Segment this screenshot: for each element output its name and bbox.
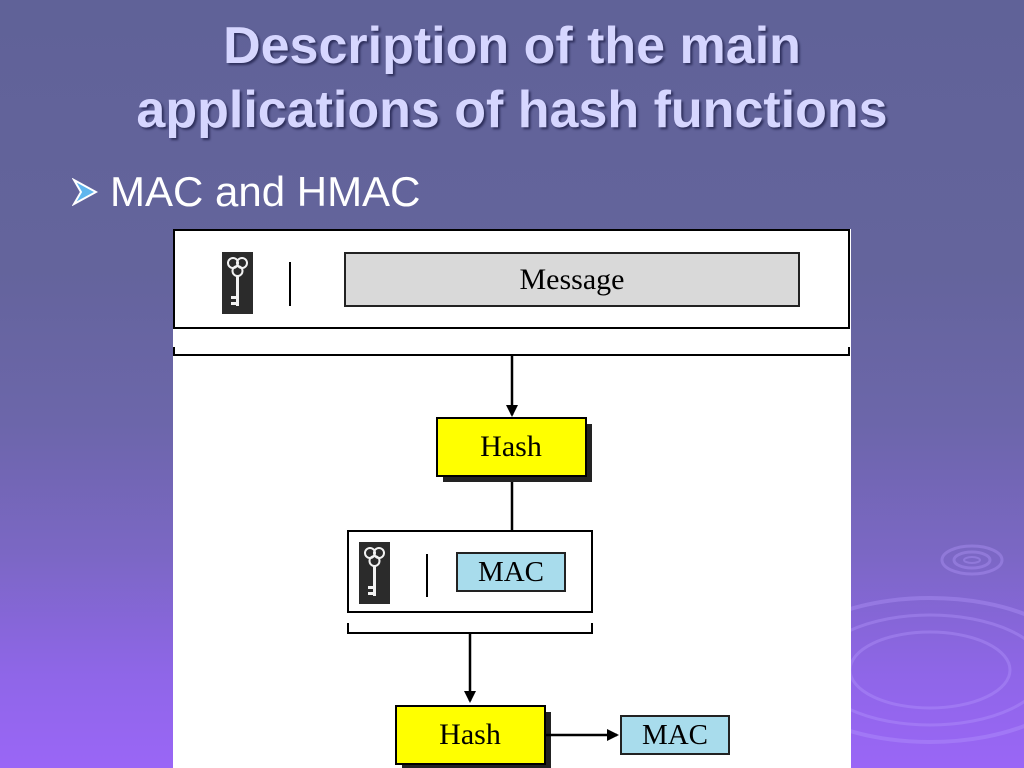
mac-label-2: MAC xyxy=(642,719,708,751)
message-label: Message xyxy=(520,263,625,296)
mac-box-1: MAC xyxy=(456,552,566,592)
hmac-diagram: Message Hash MAC Hash xyxy=(173,229,851,768)
hash-box-2: Hash xyxy=(395,705,551,768)
hash-box-1: Hash xyxy=(436,417,592,482)
slide-title: Description of the main applications of … xyxy=(0,14,1024,142)
key-icon xyxy=(358,541,391,605)
bracket-top xyxy=(173,347,850,356)
mac-label-1: MAC xyxy=(478,556,544,588)
title-line-1: Description of the main xyxy=(223,17,801,75)
hash-label-1: Hash xyxy=(480,430,542,463)
bullet-text: MAC and HMAC xyxy=(110,168,421,215)
mac-box-2: MAC xyxy=(620,715,730,755)
arrow-bullet-icon xyxy=(72,178,98,206)
title-line-2: applications of hash functions xyxy=(136,81,888,139)
message-box: Message xyxy=(344,252,800,307)
bracket-bottom xyxy=(347,623,593,634)
key-icon xyxy=(221,251,254,315)
bullet-item: MAC and HMAC xyxy=(72,164,420,220)
hash-label-2: Hash xyxy=(439,718,501,751)
